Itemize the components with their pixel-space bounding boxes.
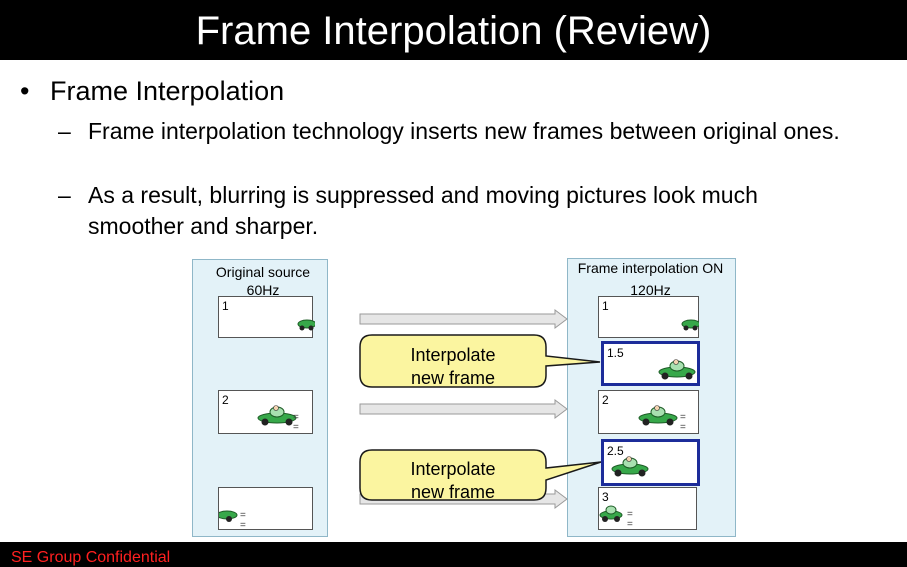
frame-label: 2 (602, 393, 609, 407)
car-icon (219, 510, 238, 522)
motion-lines-icon: = = (627, 510, 633, 530)
callout-2-line1: Interpolate (410, 459, 496, 479)
motion-mark: = (240, 510, 246, 521)
car-icon (611, 456, 649, 477)
sub-point-dash: – (58, 118, 71, 144)
motion-mark: = (680, 412, 686, 423)
sub-point-1: – Frame interpolation technology inserts… (58, 116, 858, 147)
callout-2-line2: new frame (410, 482, 496, 502)
callout-1-text: Interpolate new frame (372, 344, 534, 390)
interpolated-panel-title-line2: 120Hz (630, 282, 671, 298)
original-panel-title-line2: 60Hz (246, 282, 280, 298)
motion-lines-icon: = = (293, 413, 299, 433)
car-icon (257, 405, 297, 426)
frame-label: 1 (602, 299, 609, 313)
car-icon (599, 505, 623, 522)
frame-label: 2.5 (607, 444, 624, 458)
motion-mark: = (680, 422, 686, 433)
interpolated-frame-2: 2 = = (598, 390, 699, 434)
car-icon (297, 319, 315, 331)
footer-confidential-text: SE Group Confidential (11, 549, 171, 566)
sub-point-text: Frame interpolation technology inserts n… (88, 118, 840, 144)
frame-label: 1 (222, 299, 229, 313)
footer-bar (0, 542, 907, 567)
callout-2-text: Interpolate new frame (372, 458, 534, 504)
original-panel-title-line1: Original source (215, 264, 311, 280)
frame-label: 2 (222, 393, 229, 407)
slide-title: Frame Interpolation (Review) (0, 0, 907, 60)
motion-mark: = (627, 519, 633, 530)
callout-1-line2: new frame (410, 368, 496, 388)
callout-1-line1: Interpolate (410, 345, 496, 365)
bullet-text: Frame Interpolation (50, 76, 285, 106)
interpolated-frame-1-5: 1.5 (601, 341, 700, 386)
interpolated-panel-title: Frame interpolation ON 120Hz (567, 259, 734, 299)
sub-point-dash: – (58, 182, 71, 208)
original-panel-title: Original source 60Hz (196, 263, 330, 299)
original-frame-3: = = (218, 487, 313, 531)
callout-1-shape (359, 334, 601, 388)
motion-mark: = (627, 509, 633, 520)
car-icon (638, 405, 678, 426)
car-icon (658, 359, 696, 380)
motion-mark: = (240, 520, 246, 531)
sub-point-text: As a result, blurring is suppressed and … (88, 182, 758, 239)
frame-label: 3 (602, 490, 609, 504)
motion-mark: = (293, 422, 299, 433)
arrow-frame-2 (359, 399, 568, 419)
car-icon (681, 319, 699, 331)
callout-2-shape (359, 449, 602, 501)
interpolated-frame-1: 1 (598, 296, 699, 338)
main-bullet: • Frame Interpolation (20, 76, 284, 107)
motion-mark: = (293, 412, 299, 423)
original-frame-2: 2 = = (218, 390, 313, 434)
motion-lines-icon: = = (680, 413, 686, 433)
original-frame-1: 1 (218, 296, 315, 338)
bullet-dot: • (20, 76, 30, 106)
interpolated-frame-3: 3 = = (598, 487, 697, 530)
arrow-frame-1 (359, 309, 568, 329)
frame-label: 1.5 (607, 346, 624, 360)
interpolated-panel-title-line1: Frame interpolation ON (577, 260, 724, 276)
motion-lines-icon: = = (240, 511, 246, 531)
sub-point-2: – As a result, blurring is suppressed an… (58, 180, 848, 242)
interpolated-frame-2-5: 2.5 (601, 439, 700, 486)
